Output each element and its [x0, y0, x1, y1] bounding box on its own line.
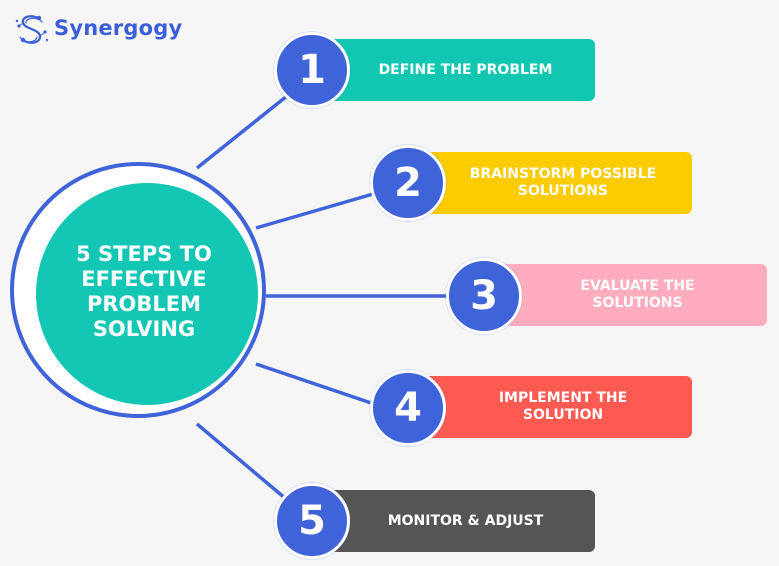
- step-4-badge: 4: [370, 370, 446, 446]
- step-1-label: DEFINE THE PROBLEM: [378, 61, 553, 78]
- connector-2: [255, 190, 381, 230]
- hub-title: 5 STEPS TO EFFECTIVE PROBLEM SOLVING: [76, 242, 212, 341]
- step-4-number: 4: [394, 385, 422, 431]
- step-2-label: BRAINSTORM POSSIBLE SOLUTIONS: [469, 166, 657, 199]
- step-3-label: EVALUATE THE SOLUTIONS: [580, 278, 695, 311]
- step-4-label: IMPLEMENT THE SOLUTION: [498, 390, 628, 423]
- connector-1: [195, 90, 294, 170]
- step-5-label: MONITOR & ADJUST: [387, 512, 544, 529]
- step-1-number: 1: [298, 47, 326, 93]
- hub-circle: 5 STEPS TO EFFECTIVE PROBLEM SOLVING: [36, 183, 258, 405]
- connector-5: [195, 422, 294, 506]
- step-2-number: 2: [394, 160, 422, 206]
- synergy-s-icon: [15, 15, 49, 44]
- step-3-number: 3: [470, 273, 498, 319]
- brand-name: Synergogy: [54, 16, 183, 40]
- connector-4: [255, 362, 381, 408]
- step-3-badge: 3: [446, 258, 522, 334]
- step-1-pill: DEFINE THE PROBLEM: [298, 39, 595, 101]
- step-2-badge: 2: [370, 145, 446, 221]
- step-1-badge: 1: [274, 32, 350, 108]
- step-5-badge: 5: [274, 483, 350, 559]
- step-5-number: 5: [298, 498, 326, 544]
- brand-logo: Synergogy: [12, 10, 182, 50]
